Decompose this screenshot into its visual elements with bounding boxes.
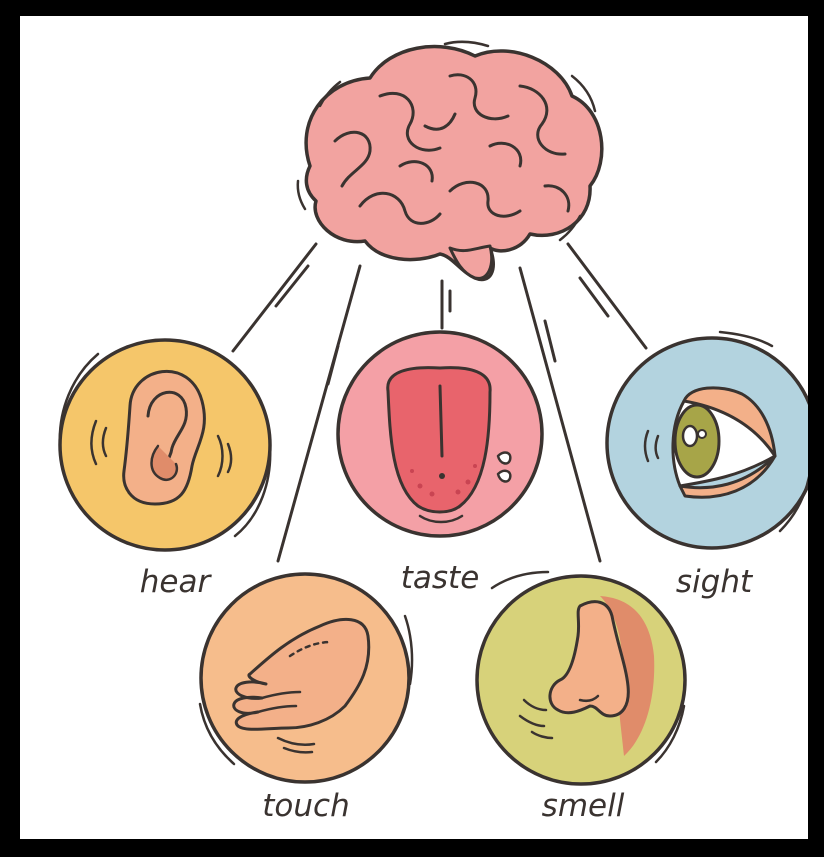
label-sight: sight	[676, 564, 754, 600]
brain-icon	[298, 42, 602, 280]
five-senses-diagram: hear taste sight touch smell	[20, 16, 808, 839]
brain-stem	[450, 246, 492, 278]
connector-touch-accent	[328, 346, 338, 384]
sense-taste	[338, 332, 542, 536]
diagram-frame: hear taste sight touch smell	[20, 16, 808, 839]
label-smell: smell	[542, 788, 625, 824]
sense-smell	[477, 572, 685, 784]
connector-sight	[568, 244, 646, 348]
label-touch: touch	[262, 788, 349, 824]
label-taste: taste	[401, 560, 480, 596]
connector-hear	[233, 244, 316, 351]
connector-smell-accent	[545, 321, 555, 361]
sense-hear	[60, 340, 270, 550]
sense-touch	[200, 574, 412, 782]
brain-shape	[306, 47, 602, 280]
sense-sight	[607, 332, 808, 548]
connector-sight-accent	[580, 278, 608, 316]
label-hear: hear	[140, 564, 213, 600]
connector-hear-accent	[276, 266, 308, 306]
